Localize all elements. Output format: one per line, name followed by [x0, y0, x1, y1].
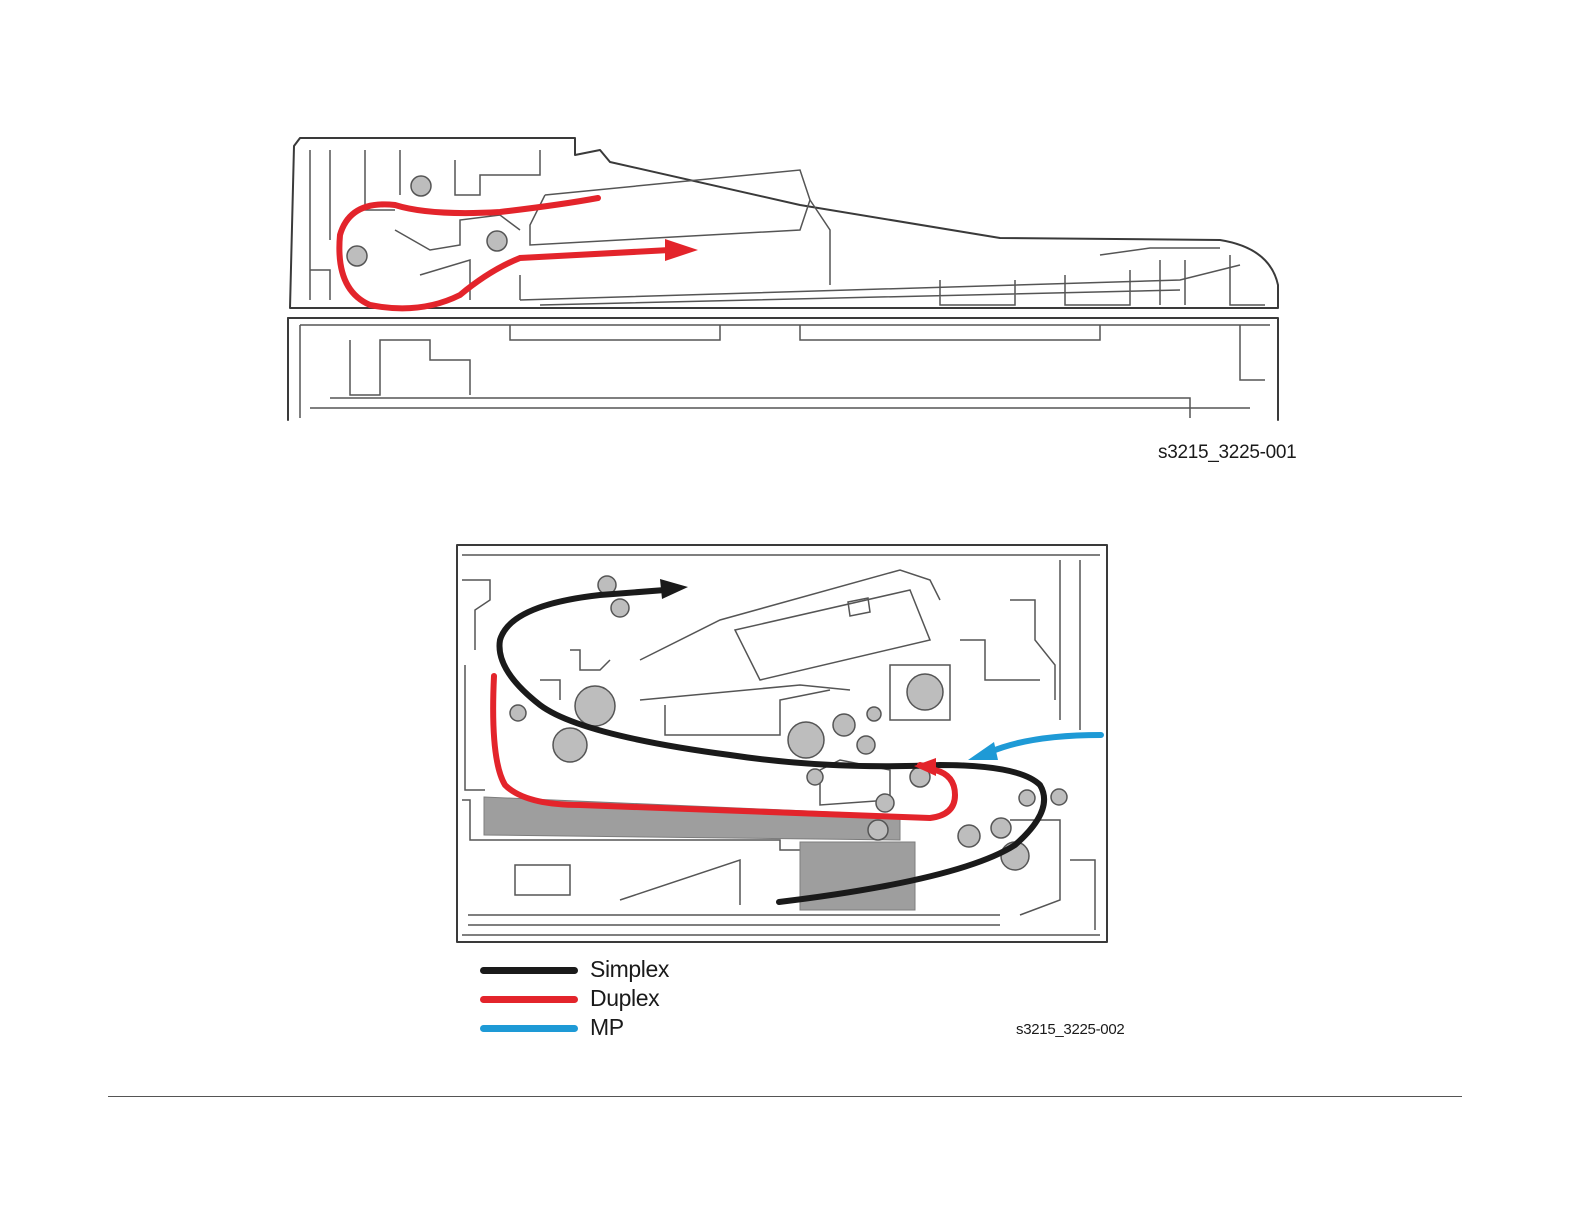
engine-figure-code: s3215_3225-002 [1016, 1021, 1124, 1038]
adf-figure-code: s3215_3225-001 [1158, 442, 1296, 464]
legend-label-duplex: Duplex [590, 985, 659, 1012]
duplex-swatch [480, 996, 578, 1003]
adf-paper-path [339, 198, 670, 308]
legend-label-simplex: Simplex [590, 956, 669, 983]
simplex-arrowhead [660, 579, 688, 599]
mp-swatch [480, 1025, 578, 1032]
adf-paper-path-diagram [280, 130, 1290, 430]
paper-path-legend: Simplex Duplex MP [480, 956, 730, 1043]
legend-item-mp: MP [480, 1014, 730, 1043]
simplex-swatch [480, 967, 578, 974]
footer-divider [108, 1096, 1462, 1097]
legend-item-duplex: Duplex [480, 985, 730, 1014]
mp-arrowhead [968, 742, 998, 760]
legend-label-mp: MP [590, 1014, 624, 1041]
adf-rollers [347, 176, 507, 266]
engine-paper-path-diagram [450, 538, 1122, 950]
mp-path [990, 735, 1101, 752]
adf-path-arrowhead [665, 239, 698, 261]
adf-housing [288, 138, 1278, 420]
legend-item-simplex: Simplex [480, 956, 730, 985]
